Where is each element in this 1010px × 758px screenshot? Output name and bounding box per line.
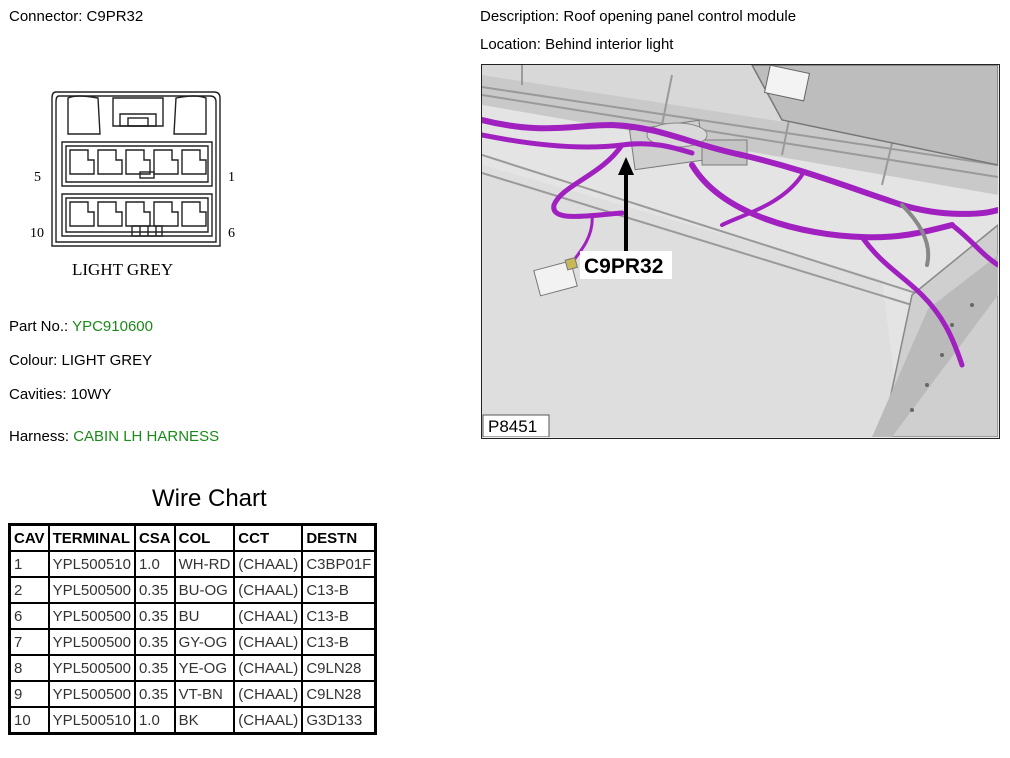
description-label: Description: <box>480 8 560 25</box>
cav-cell: 1 <box>8 550 50 578</box>
table-row: 7 YPL500500 0.35 GY-OG (CHAAL) C13-B <box>8 628 377 656</box>
col-cell: WH-RD <box>173 550 236 578</box>
table-row: 1 YPL500510 1.0 WH-RD (CHAAL) C3BP01F <box>8 550 377 578</box>
connector-face-diagram: 5 1 10 6 LIGHT GREY <box>30 91 235 279</box>
col-cell: GY-OG <box>173 628 236 656</box>
col-cell: BU <box>173 602 236 630</box>
terminal-cell: YPL500510 <box>47 706 136 735</box>
table-row: 2 YPL500500 0.35 BU-OG (CHAAL) C13-B <box>8 576 377 604</box>
diagram-colour-caption: LIGHT GREY <box>72 260 173 279</box>
header-cct: CCT <box>233 523 304 552</box>
destn-cell: C3BP01F <box>301 550 377 578</box>
harness-line: Harness: CABIN LH HARNESS <box>9 428 219 445</box>
wire-chart-table: CAV TERMINAL CSA COL CCT DESTN 1 YPL5005… <box>8 523 378 735</box>
location-line: Location: Behind interior light <box>480 36 673 53</box>
cav-cell: 9 <box>8 680 50 708</box>
cav-cell: 6 <box>8 602 50 630</box>
col-cell: YE-OG <box>173 654 236 682</box>
col-cell: VT-BN <box>173 680 236 708</box>
table-row: 10 YPL500510 1.0 BK (CHAAL) G3D133 <box>8 706 377 735</box>
header-terminal: TERMINAL <box>47 523 136 552</box>
destn-cell: C13-B <box>301 628 377 656</box>
terminal-cell: YPL500500 <box>47 654 136 682</box>
cav-cell: 8 <box>8 654 50 682</box>
col-cell: BU-OG <box>173 576 236 604</box>
destn-cell: C13-B <box>301 602 377 630</box>
harness-label: Harness: <box>9 428 70 445</box>
header-destn: DESTN <box>301 523 377 552</box>
csa-cell: 1.0 <box>133 550 176 578</box>
connector-line: Connector: C9PR32 <box>9 8 143 25</box>
pin-label-10: 10 <box>30 226 44 241</box>
location-label: Location: <box>480 36 541 53</box>
location-photo: C9PR32 P8451 <box>481 64 1000 439</box>
csa-cell: 0.35 <box>133 680 176 708</box>
terminal-cell: YPL500500 <box>47 602 136 630</box>
header-col: COL <box>173 523 236 552</box>
csa-cell: 0.35 <box>133 576 176 604</box>
csa-cell: 1.0 <box>133 706 176 735</box>
cct-cell: (CHAAL) <box>233 680 304 708</box>
cavities-line: Cavities: 10WY <box>9 386 112 403</box>
cav-cell: 7 <box>8 628 50 656</box>
csa-cell: 0.35 <box>133 602 176 630</box>
cct-cell: (CHAAL) <box>233 628 304 656</box>
description-value: Roof opening panel control module <box>563 8 797 25</box>
pin-label-1: 1 <box>228 170 235 185</box>
location-value: Behind interior light <box>545 36 674 53</box>
destn-cell: G3D133 <box>301 706 377 735</box>
table-row: 9 YPL500500 0.35 VT-BN (CHAAL) C9LN28 <box>8 680 377 708</box>
harness-value[interactable]: CABIN LH HARNESS <box>73 428 220 445</box>
destn-cell: C9LN28 <box>301 654 377 682</box>
terminal-cell: YPL500500 <box>47 628 136 656</box>
photo-callout-label: C9PR32 <box>584 255 663 278</box>
part-no-label: Part No.: <box>9 318 69 335</box>
cavities-label: Cavities: <box>9 386 67 403</box>
connector-value: C9PR32 <box>86 8 144 25</box>
header-csa: CSA <box>133 523 176 552</box>
cct-cell: (CHAAL) <box>233 576 304 604</box>
terminal-cell: YPL500500 <box>47 680 136 708</box>
photo-figure-id: P8451 <box>488 417 537 436</box>
cct-cell: (CHAAL) <box>233 602 304 630</box>
terminal-cell: YPL500510 <box>47 550 136 578</box>
colour-label: Colour: <box>9 352 58 369</box>
col-cell: BK <box>173 706 236 735</box>
cav-cell: 2 <box>8 576 50 604</box>
part-no-line: Part No.: YPC910600 <box>9 318 153 335</box>
colour-value: LIGHT GREY <box>61 352 153 369</box>
connector-label: Connector: <box>9 8 83 25</box>
cct-cell: (CHAAL) <box>233 550 304 578</box>
cct-cell: (CHAAL) <box>233 706 304 735</box>
terminal-cell: YPL500500 <box>47 576 136 604</box>
header-cav: CAV <box>8 523 50 552</box>
table-row: 6 YPL500500 0.35 BU (CHAAL) C13-B <box>8 602 377 630</box>
colour-line: Colour: LIGHT GREY <box>9 352 152 369</box>
wire-chart-title: Wire Chart <box>152 485 267 512</box>
csa-cell: 0.35 <box>133 628 176 656</box>
destn-cell: C13-B <box>301 576 377 604</box>
cavities-value: 10WY <box>70 386 112 403</box>
pin-label-6: 6 <box>228 226 235 241</box>
csa-cell: 0.35 <box>133 654 176 682</box>
pin-label-5: 5 <box>34 170 41 185</box>
description-line: Description: Roof opening panel control … <box>480 8 796 25</box>
table-row: 8 YPL500500 0.35 YE-OG (CHAAL) C9LN28 <box>8 654 377 682</box>
wire-chart-header-row: CAV TERMINAL CSA COL CCT DESTN <box>8 523 377 552</box>
cav-cell: 10 <box>8 706 50 735</box>
part-no-value[interactable]: YPC910600 <box>72 318 153 335</box>
cct-cell: (CHAAL) <box>233 654 304 682</box>
destn-cell: C9LN28 <box>301 680 377 708</box>
